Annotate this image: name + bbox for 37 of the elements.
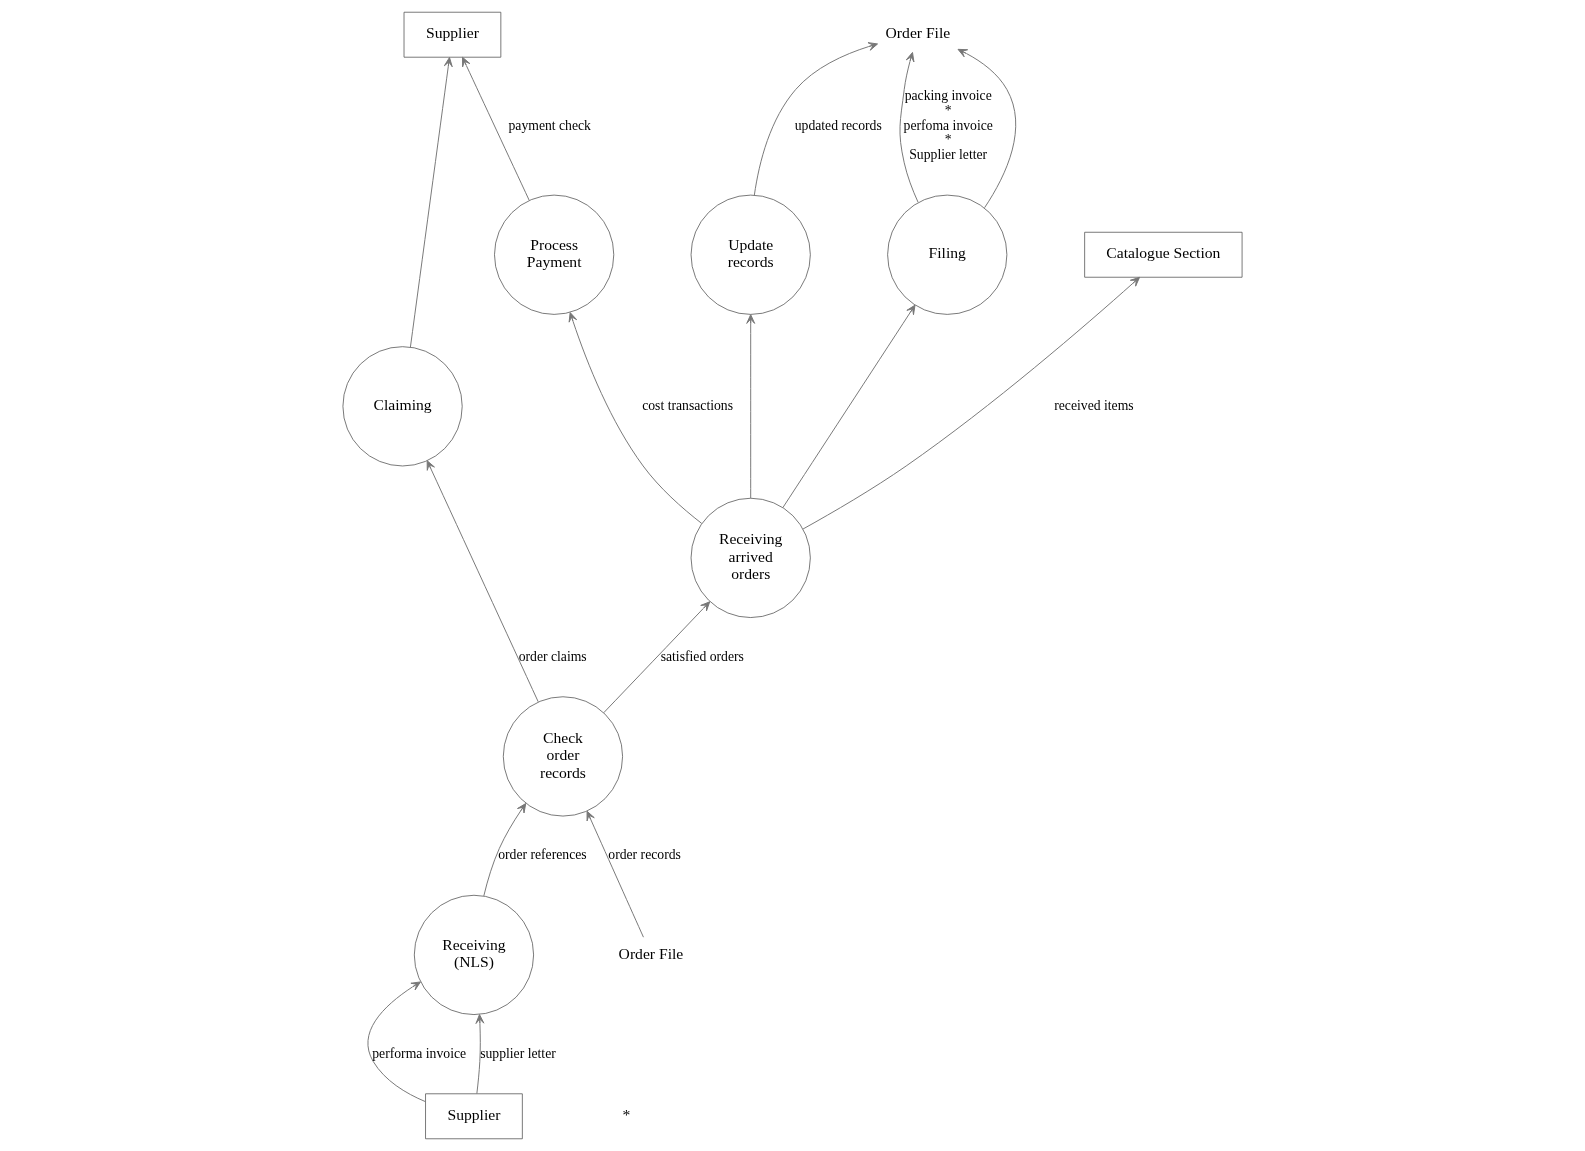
arrow [603,601,711,714]
edge-label: order records [608,847,681,863]
label: * [622,1105,631,1123]
arrow [957,48,1017,209]
arrow [802,276,1141,530]
node-box: Catalogue Section [1084,231,1243,278]
arrow [367,981,426,1103]
edge-label: performa invoice [372,1045,467,1061]
arrow [782,304,916,508]
arrow [899,51,919,203]
edge-label: supplier letter [480,1045,556,1061]
edge-label: received items [1054,397,1134,413]
arrow [746,314,756,499]
node-text: Order File [618,944,684,962]
edge-label: satisfied orders [660,648,744,664]
arrow [568,312,703,524]
node-circle: Process Payment [494,194,615,315]
node-box: Supplier [425,1093,523,1140]
edge-label: order references [498,847,587,863]
edge-label: cost transactions [642,397,734,413]
edge-label: payment check [508,117,591,133]
arrow [753,42,879,196]
arrow [426,460,539,703]
node-circle: Receiving arrived orders [690,497,811,618]
edge-label: updated records [794,117,882,133]
arrow [483,803,527,897]
node-text: Order File [885,24,951,42]
arrow [475,1014,485,1095]
arrow [462,56,530,201]
node-circle: Update records [690,194,811,315]
arrow [409,57,453,348]
node-box: Supplier [403,11,502,58]
node-circle: Claiming [342,346,463,467]
node-circle: Receiving (NLS) [413,894,534,1015]
edge-label: order claims [518,648,587,664]
arrow [586,810,644,938]
edge-label: packing invoice * perfoma invoice * Supplier letter [903,88,993,163]
